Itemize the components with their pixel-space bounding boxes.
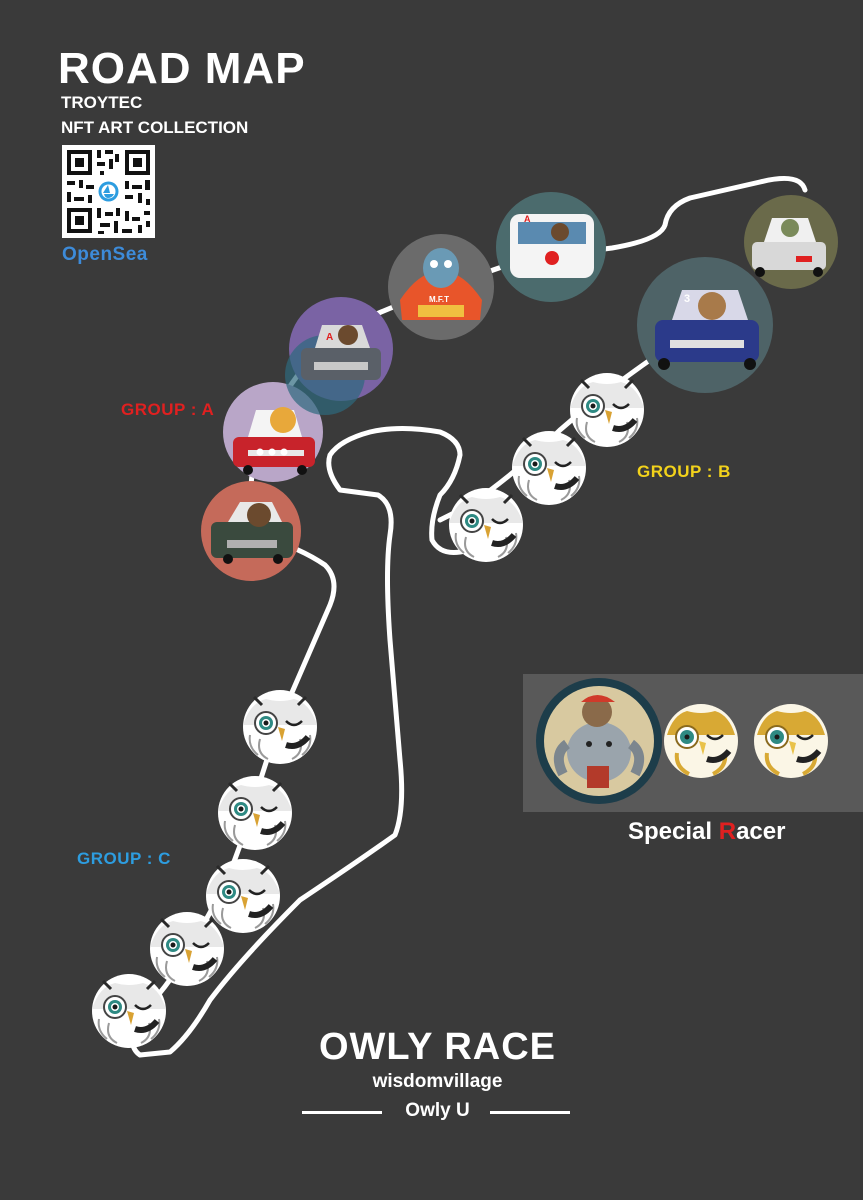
owl-b3 bbox=[449, 488, 523, 562]
special-racer-elephant bbox=[536, 678, 662, 804]
page-title: ROAD MAP bbox=[58, 44, 306, 93]
footer-divider-left bbox=[302, 1111, 382, 1114]
owl-b1 bbox=[570, 373, 644, 447]
racer-b2: 3 bbox=[637, 257, 773, 393]
special-label-r: R bbox=[718, 818, 737, 845]
footer-tag: Owly U bbox=[405, 1100, 470, 1121]
collection-name: NFT ART COLLECTION bbox=[61, 118, 249, 137]
qr-code-icon bbox=[62, 145, 155, 238]
owl-b2 bbox=[512, 431, 586, 505]
car-plate-3: 3 bbox=[684, 293, 690, 305]
owl-c2 bbox=[218, 776, 292, 850]
group-b-label: GROUP : B bbox=[637, 462, 731, 481]
special-racer-panel bbox=[523, 674, 863, 812]
owl-c3 bbox=[206, 859, 280, 933]
racer-b1 bbox=[744, 195, 838, 289]
special-label-rest: acer bbox=[736, 818, 786, 845]
racer-a5: A bbox=[496, 192, 606, 302]
special-label-first: Special bbox=[628, 818, 719, 845]
owl-c1 bbox=[243, 690, 317, 764]
group-c-label: GROUP : C bbox=[77, 849, 171, 868]
owl-c4 bbox=[150, 912, 224, 986]
car-plate-a: A bbox=[326, 332, 333, 343]
racer-a1 bbox=[201, 481, 301, 581]
car-plate-mft: M.F.T bbox=[429, 295, 449, 304]
racer-a2 bbox=[223, 382, 323, 482]
group-a-label: GROUP : A bbox=[121, 400, 215, 419]
special-owl-gold-1 bbox=[664, 704, 738, 778]
footer-divider-right bbox=[490, 1111, 570, 1114]
footer-subtitle: wisdomvillage bbox=[372, 1071, 503, 1092]
special-racer-label: Special Racer bbox=[628, 818, 785, 846]
special-racers bbox=[536, 678, 863, 804]
footer-title: OWLY RACE bbox=[318, 1026, 557, 1068]
opensea-qr-code[interactable] bbox=[62, 145, 155, 238]
racer-a4: M.F.T bbox=[388, 234, 494, 340]
opensea-link[interactable]: OpenSea bbox=[62, 244, 148, 265]
car-plate-van: A bbox=[524, 214, 531, 224]
brand-name: TROYTEC bbox=[61, 93, 143, 112]
special-owl-gold-2 bbox=[754, 704, 828, 778]
racer-a3: A bbox=[285, 297, 393, 415]
